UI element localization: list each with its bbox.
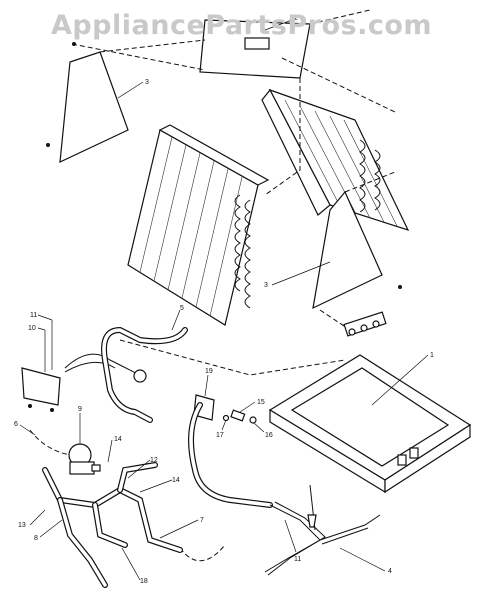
callout-2: 2 — [294, 15, 298, 22]
part-16-cap — [249, 416, 257, 424]
part-17-washer — [222, 414, 230, 422]
part-15-valve-core — [230, 409, 246, 422]
callout-1: 1 — [430, 352, 434, 359]
callout-10: 10 — [28, 325, 36, 332]
callout-7: 7 — [200, 517, 204, 524]
callout-11: 11 — [30, 312, 37, 319]
part-19-bracket — [193, 394, 215, 421]
leader-lines — [19, 19, 429, 581]
callout-16: 16 — [265, 432, 273, 439]
callout-11: 11 — [294, 556, 301, 563]
part-7-tube — [188, 402, 273, 508]
callout-17: 17 — [216, 432, 224, 439]
callout-12: 12 — [150, 457, 158, 464]
callout-15: 15 — [257, 399, 265, 406]
callout-5: 5 — [180, 305, 184, 312]
part-1-drain-pan — [268, 354, 472, 494]
callout-labels: 2 3 3 1 5 11 10 19 15 17 16 6 9 14 12 14… — [14, 15, 434, 585]
callout-3: 3 — [264, 282, 268, 289]
evaporator-coil-front — [127, 124, 270, 326]
callout-9: 9 — [78, 406, 82, 413]
coil-header-fittings — [343, 311, 387, 337]
part-10-bracket — [21, 367, 61, 412]
callout-3: 3 — [145, 79, 149, 86]
assembly-dashed-lines — [29, 9, 396, 562]
part-9-expansion-valve — [68, 443, 101, 475]
callout-4: 4 — [388, 568, 392, 575]
callout-6: 6 — [14, 421, 18, 428]
part-3-side-panel-left — [46, 42, 129, 163]
callout-19: 19 — [205, 368, 213, 375]
part-3-side-panel-right — [312, 190, 402, 310]
evaporator-coil-rear — [261, 88, 410, 231]
callout-8: 8 — [34, 535, 38, 542]
part-11-capillary-assembly — [64, 353, 147, 383]
callout-14: 14 — [114, 436, 122, 443]
part-5-tubing — [101, 326, 188, 423]
callout-14: 14 — [172, 477, 180, 484]
lower-refrigerant-assembly — [42, 462, 183, 588]
callout-18: 18 — [140, 578, 148, 585]
part-4-wire-harness — [264, 484, 381, 576]
callout-13: 13 — [18, 522, 26, 529]
watermark-text: AppliancePartsPros.com — [50, 10, 433, 41]
